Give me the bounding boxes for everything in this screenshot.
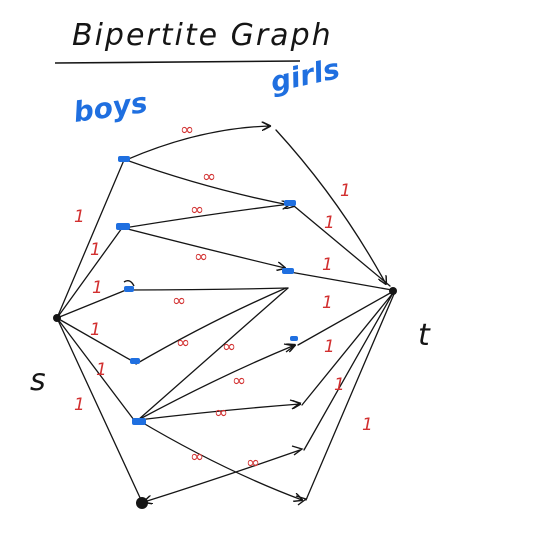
title-underline xyxy=(54,60,301,64)
girl-node-5 xyxy=(289,399,302,410)
cap-one-s2: 1 xyxy=(90,240,101,260)
cap-inf-5: ∞ xyxy=(172,291,186,311)
cap-one-t3: 1 xyxy=(322,255,333,275)
boy-node-3-mark xyxy=(123,279,135,287)
boy-node-2 xyxy=(116,223,130,230)
boys-group-label: boys xyxy=(71,86,149,129)
cap-one-s1: 1 xyxy=(74,207,85,227)
edge-boy3-girl3 xyxy=(127,287,289,291)
cap-one-s5: 1 xyxy=(96,360,107,380)
cap-one-s4: 1 xyxy=(90,320,101,340)
edge-girl6-t xyxy=(303,292,394,451)
cap-one-t4: 1 xyxy=(322,293,333,313)
edge-boy5-girl5 xyxy=(137,404,300,421)
girl-node-2 xyxy=(284,200,296,206)
cap-inf-9: ∞ xyxy=(214,403,228,423)
edge-boy1-girl1 xyxy=(125,126,270,161)
girl-node-1 xyxy=(261,121,272,131)
girls-group-label: girls xyxy=(268,52,343,99)
diagram-title: Bipertite Graph xyxy=(72,18,333,53)
girl-node-4 xyxy=(283,343,296,353)
edge-boy1-girl2 xyxy=(125,159,294,206)
cap-one-s6: 1 xyxy=(74,395,85,415)
edge-boy2-girl3 xyxy=(123,227,285,268)
boy-node-1 xyxy=(118,156,130,162)
cap-one-t6: 1 xyxy=(334,375,345,395)
edge-boy2-girl2 xyxy=(123,204,290,229)
edge-girl6-boy6 xyxy=(144,449,301,502)
edge-girl1-t xyxy=(275,129,386,284)
cap-one-s3: 1 xyxy=(92,278,103,298)
cap-inf-10: ∞ xyxy=(190,447,204,467)
girl-node-3 xyxy=(282,268,294,274)
source-node xyxy=(53,314,61,322)
cap-inf-4: ∞ xyxy=(194,247,208,267)
edge-s-boy3 xyxy=(56,289,127,319)
edge-girl5-t xyxy=(301,292,394,406)
boy-node-3 xyxy=(124,286,134,292)
cap-one-t5: 1 xyxy=(324,337,335,357)
edge-boy5-girl3 xyxy=(137,287,289,421)
cap-inf-8: ∞ xyxy=(232,371,246,391)
edge-girl7-t xyxy=(305,293,395,501)
edge-s-boy6 xyxy=(56,317,143,503)
boy-node-5 xyxy=(132,418,146,425)
cap-one-t7: 1 xyxy=(362,415,373,435)
cap-inf-7: ∞ xyxy=(222,337,236,357)
cap-inf-6: ∞ xyxy=(176,333,190,353)
cap-one-t1: 1 xyxy=(340,181,351,201)
source-node-label: s xyxy=(30,363,46,398)
edge-girl4-t xyxy=(297,291,393,346)
boy-node-6 xyxy=(136,497,148,509)
cap-inf-1: ∞ xyxy=(180,120,194,140)
girl-node-4-mark xyxy=(290,336,298,341)
edge-boy5-girl4 xyxy=(137,345,295,421)
cap-one-t2: 1 xyxy=(324,213,335,233)
edge-s-boy4 xyxy=(56,317,135,363)
cap-inf-2: ∞ xyxy=(202,167,216,187)
edge-s-boy1 xyxy=(56,159,125,319)
sink-node xyxy=(389,287,397,295)
edge-boy5-girl7 xyxy=(137,419,302,500)
edge-girl2-t xyxy=(293,205,391,287)
edge-boy4-girl3 xyxy=(135,287,287,365)
girl-node-6 xyxy=(291,445,304,456)
boy-node-4 xyxy=(130,358,140,364)
sink-node-label: t xyxy=(418,318,431,353)
edge-s-boy5 xyxy=(56,317,135,421)
edge-s-boy2 xyxy=(56,227,123,319)
cap-inf-3: ∞ xyxy=(190,200,204,220)
edge-girl3-t xyxy=(289,271,393,291)
girl-node-7 xyxy=(295,495,308,506)
cap-inf-11: ∞ xyxy=(246,453,260,473)
